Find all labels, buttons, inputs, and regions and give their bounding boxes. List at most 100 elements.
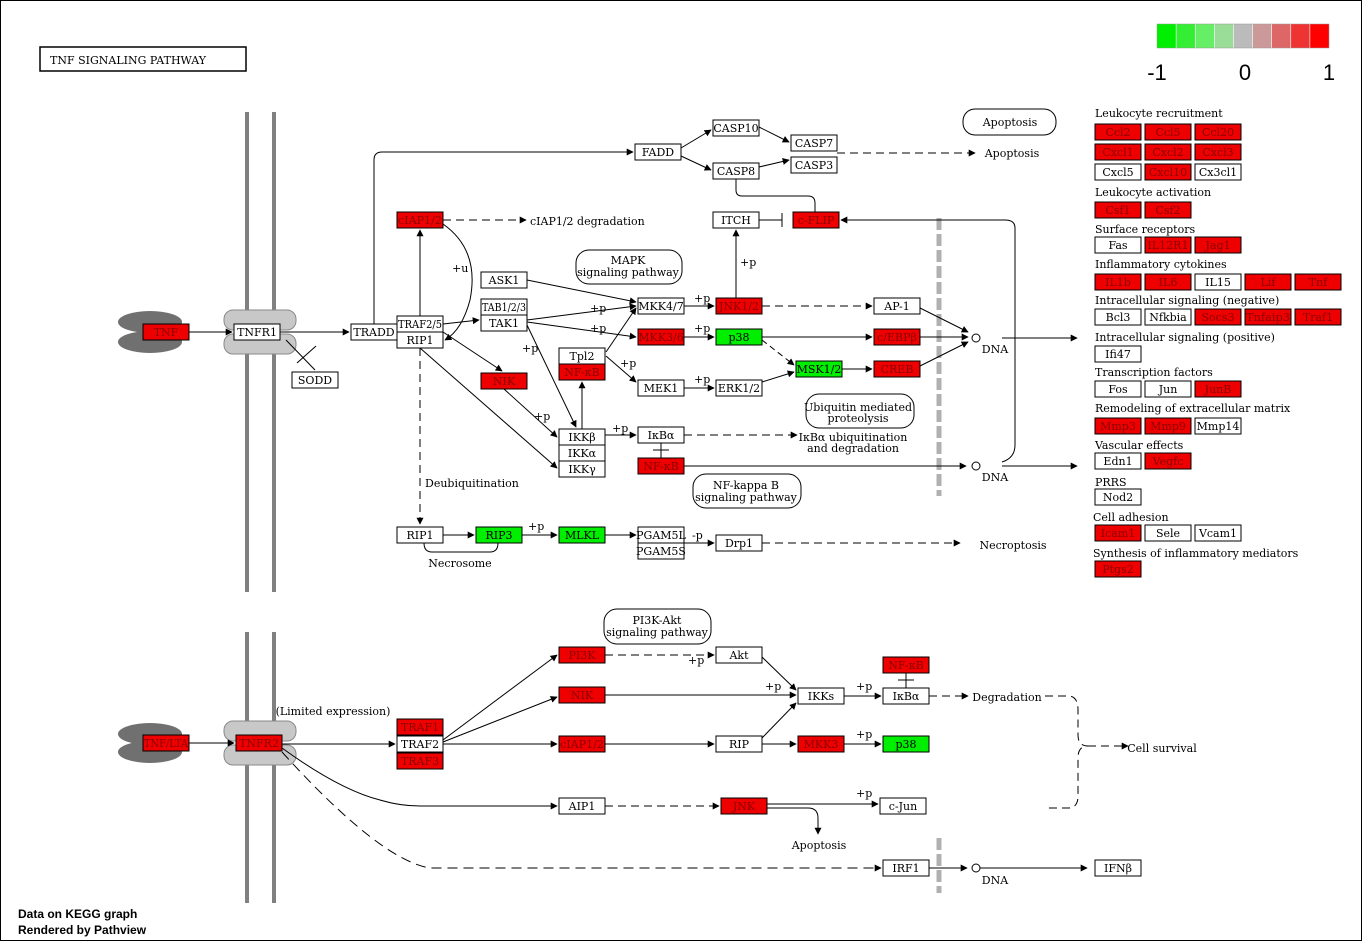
diagram-label: +p [740, 256, 756, 269]
gene-node-label: CREB [881, 363, 914, 376]
gene-node-label: RIP1 [406, 529, 433, 542]
diagram-label: Transcription factors [1095, 366, 1213, 379]
gene-node-label: TRAF2/5 [398, 318, 442, 331]
pathway-link-boxes [575, 108, 1057, 645]
diagram-label: Cell survival [1127, 742, 1197, 755]
gene-node-label: NIK [493, 375, 516, 388]
gene-node-il15: IL15 [1194, 273, 1242, 291]
gene-node-label: Traf1 [1303, 311, 1333, 324]
gene-node-label: Drp1 [725, 537, 753, 550]
gene-node-p38a: p38 [715, 328, 763, 346]
diagram-label: Inflammatory cytokines [1095, 258, 1227, 271]
gene-node-label: IL15 [1205, 276, 1231, 289]
gene-node-traf1: TRAF1 [396, 718, 444, 736]
gene-node-nod2: Nod2 [1094, 488, 1142, 506]
diagram-label: +p [694, 292, 710, 305]
gene-node-p38b: p38 [882, 735, 930, 753]
gene-node-label: Icam1 [1101, 527, 1136, 540]
diagram-label: Leukocyte activation [1095, 186, 1211, 199]
footer-data-source: Data on KEGG graph [18, 907, 137, 921]
gene-node-label: Vcam1 [1198, 527, 1237, 540]
diagram-label: Surface receptors [1095, 223, 1195, 236]
gene-node-tnflta: TNF/LTA [142, 734, 190, 752]
gene-node-nfkbb: NF-κB [637, 457, 685, 475]
gene-node-fos: Fos [1094, 380, 1142, 398]
diagram-label: +p [856, 787, 872, 800]
diagram-label: +p [694, 373, 710, 386]
gene-node-label: Cxcl10 [1149, 166, 1187, 179]
gene-node-label: NF-κB [564, 366, 599, 379]
gene-node-label: p38 [895, 738, 916, 751]
gene-node-label: Ifi47 [1105, 348, 1131, 361]
gene-node-fadd: FADD [634, 143, 682, 161]
pathway-title: TNF SIGNALING PATHWAY [50, 54, 207, 67]
gene-node-bcl3: Bcl3 [1094, 308, 1142, 326]
gene-node-label: TRAF1 [401, 721, 439, 734]
gene-node-cflip: c-FLIP [792, 211, 840, 229]
gene-node-label: Tnfaip3 [1246, 311, 1290, 324]
gene-node-label: SODD [298, 374, 332, 387]
gene-node-label: IκBα [648, 429, 675, 442]
gene-node-label: NF-κB [643, 460, 678, 473]
gene-node-label: Socs3 [1202, 311, 1235, 324]
gene-node-mmp9: Mmp9 [1144, 417, 1192, 435]
gene-node-label: JNK1/2 [718, 300, 759, 313]
gene-node-label: MKK3 [804, 738, 839, 751]
legend-swatch [1252, 24, 1272, 48]
gene-node-il12r1: IL12R1 [1144, 236, 1192, 254]
cell-membrane [245, 112, 276, 903]
gene-node-tnf: Tnf [1294, 273, 1342, 291]
gene-node-sodd: SODD [291, 371, 339, 389]
edges [189, 126, 1129, 873]
diagram-label: DNA [982, 874, 1009, 887]
gene-node-casp7: CASP7 [790, 134, 838, 152]
legend-swatch [1157, 24, 1177, 48]
gene-node-label: IκBα [893, 690, 920, 703]
gene-node-rip: RIP [715, 735, 763, 753]
gene-node-csf2: Csf2 [1144, 201, 1192, 219]
gene-node-label: cIAP1/2 [560, 738, 604, 751]
gene-node-label: Nod2 [1103, 491, 1133, 504]
gene-node-junb: JunB [1194, 380, 1242, 398]
diagram-label: +p [765, 680, 781, 693]
gene-node-pgam5l: PGAM5L [636, 526, 687, 544]
gene-node-ikks: IKKs [797, 687, 845, 705]
gene-node-label: RIP3 [485, 529, 512, 542]
gene-node-label: TNF/LTA [144, 737, 189, 750]
gene-node-tnfaip3: Tnfaip3 [1244, 308, 1292, 326]
diagram-label: DNA [982, 471, 1009, 484]
gene-node-cebpb: c/EBPβ [873, 328, 921, 346]
gene-node-label: FADD [642, 146, 674, 159]
gene-node-tab123: TAB1/2/3 [480, 298, 528, 316]
gene-node-edn1: Edn1 [1094, 452, 1142, 470]
gene-node-label: IL12R1 [1148, 239, 1189, 252]
gene-node-tak1: TAK1 [480, 314, 528, 332]
gene-node-label: IRF1 [892, 862, 919, 875]
gene-node-nfkba: NF-κB [558, 363, 606, 381]
gene-node-ikka: IKKα [558, 444, 606, 462]
gene-node-tradd: TRADD [350, 323, 398, 341]
gene-node-label: Fas [1108, 239, 1127, 252]
gene-node-mkk47: MKK4/7 [637, 297, 685, 315]
gene-node-lif: Lif [1244, 273, 1292, 291]
diagram-label: cIAP1/2 degradation [530, 215, 645, 228]
gene-node-traf25: TRAF2/5 [396, 315, 444, 333]
gene-node-nika: NIK [480, 372, 528, 390]
diagram-label: +p [612, 422, 628, 435]
gene-node-label: c-FLIP [798, 214, 835, 227]
gene-node-traf2: TRAF2 [396, 735, 444, 753]
gene-node-creb: CREB [873, 360, 921, 378]
gene-node-label: Mmp9 [1150, 420, 1186, 433]
gene-node-vegfc: Vegfc [1144, 452, 1192, 470]
gene-node-label: TRADD [353, 326, 394, 339]
gene-node-ask1: ASK1 [480, 271, 528, 289]
gene-node-il1b: IL1b [1094, 273, 1142, 291]
legend-tick-zero: 0 [1239, 60, 1251, 85]
title-box [39, 46, 247, 72]
gene-node-label: TNF [154, 326, 179, 339]
diagram-label: NF-kappa B [713, 479, 779, 492]
diagram-label: PI3K-Akt [633, 614, 682, 627]
gene-node-label: Ccl5 [1155, 126, 1180, 139]
gene-node-label: Sele [1156, 527, 1180, 540]
diagram-label: signaling pathway [606, 626, 709, 639]
